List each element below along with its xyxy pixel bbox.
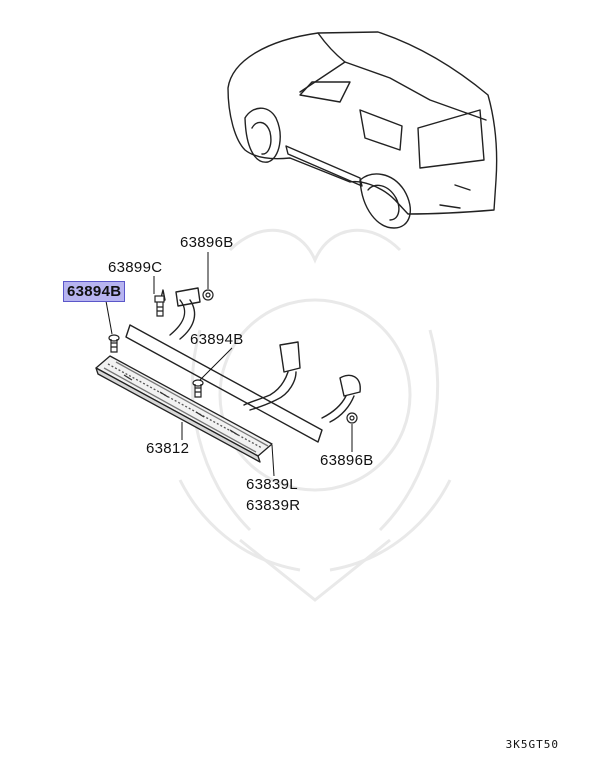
fastener-bolt-mid — [192, 379, 204, 398]
side-step-rail — [125, 287, 361, 443]
label-63812[interactable]: 63812 — [146, 440, 190, 457]
figure-code: 3K5GT50 — [505, 738, 559, 751]
leader-lines — [105, 252, 353, 477]
label-63894b-mid[interactable]: 63894B — [190, 331, 244, 348]
label-63896b-top[interactable]: 63896B — [180, 234, 234, 251]
label-63896b-bottom[interactable]: 63896B — [320, 452, 374, 469]
fastener-nut-63899c — [154, 295, 165, 317]
step-board — [95, 355, 273, 463]
watermark-emblem — [178, 228, 452, 602]
label-63839l[interactable]: 63839L — [246, 476, 298, 493]
fastener-clip-bottom — [346, 412, 358, 424]
label-63899c[interactable]: 63899C — [108, 259, 163, 276]
vehicle-illustration — [227, 31, 498, 229]
fastener-bolt-selected — [108, 334, 120, 353]
label-63894b-selected[interactable]: 63894B — [63, 281, 126, 302]
fastener-clip-top — [202, 289, 214, 301]
label-63839r[interactable]: 63839R — [246, 497, 301, 514]
